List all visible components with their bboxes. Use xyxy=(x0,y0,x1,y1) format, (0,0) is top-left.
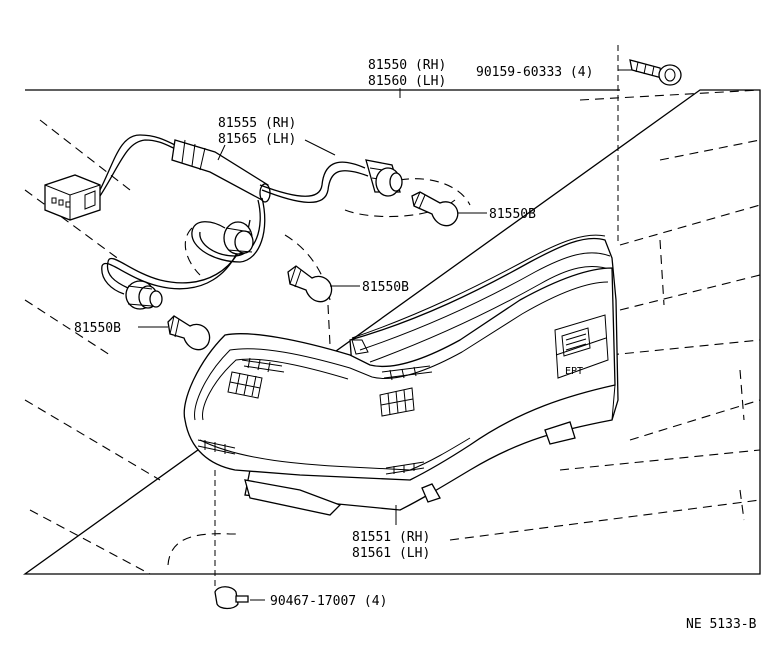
bulb-icon-lower xyxy=(167,315,211,351)
label-housing-rh: 81550 (RH) xyxy=(368,58,446,73)
body-outline-dashes xyxy=(24,45,761,590)
label-bulb-lower: 81550B xyxy=(74,321,121,336)
label-clip-bottom: 90467-17007 (4) xyxy=(270,594,387,609)
socket-lower-left xyxy=(125,280,163,310)
label-lens-lh: 81561 (LH) xyxy=(352,546,430,561)
lamp-housing: EPT xyxy=(183,234,619,516)
wire-harness xyxy=(44,134,369,295)
leader-lines xyxy=(138,69,632,601)
clip-icon-bottom xyxy=(214,586,249,610)
reference-code: NE 5133-B xyxy=(686,617,757,632)
label-bulb-middle: 81550B xyxy=(362,280,409,295)
socket-upper-right xyxy=(365,159,403,197)
label-socket-lh: 81565 (LH) xyxy=(218,132,296,147)
part-labels: 81550 (RH) 81560 (LH) 90159-60333 (4) 81… xyxy=(74,58,757,632)
bulb-icon-upper xyxy=(411,191,459,227)
socket-middle xyxy=(223,221,254,255)
label-socket-rh: 81555 (RH) xyxy=(218,116,296,131)
label-bulb-upper: 81550B xyxy=(489,207,536,222)
label-screw-top: 90159-60333 (4) xyxy=(476,65,593,80)
bulb-icon-middle xyxy=(287,265,333,303)
label-housing-lh: 81560 (LH) xyxy=(368,74,446,89)
socket-opening-arcs xyxy=(184,178,471,346)
screw-icon-top xyxy=(629,59,682,86)
lens-marking: EPT xyxy=(565,366,583,377)
label-lens-rh: 81551 (RH) xyxy=(352,530,430,545)
